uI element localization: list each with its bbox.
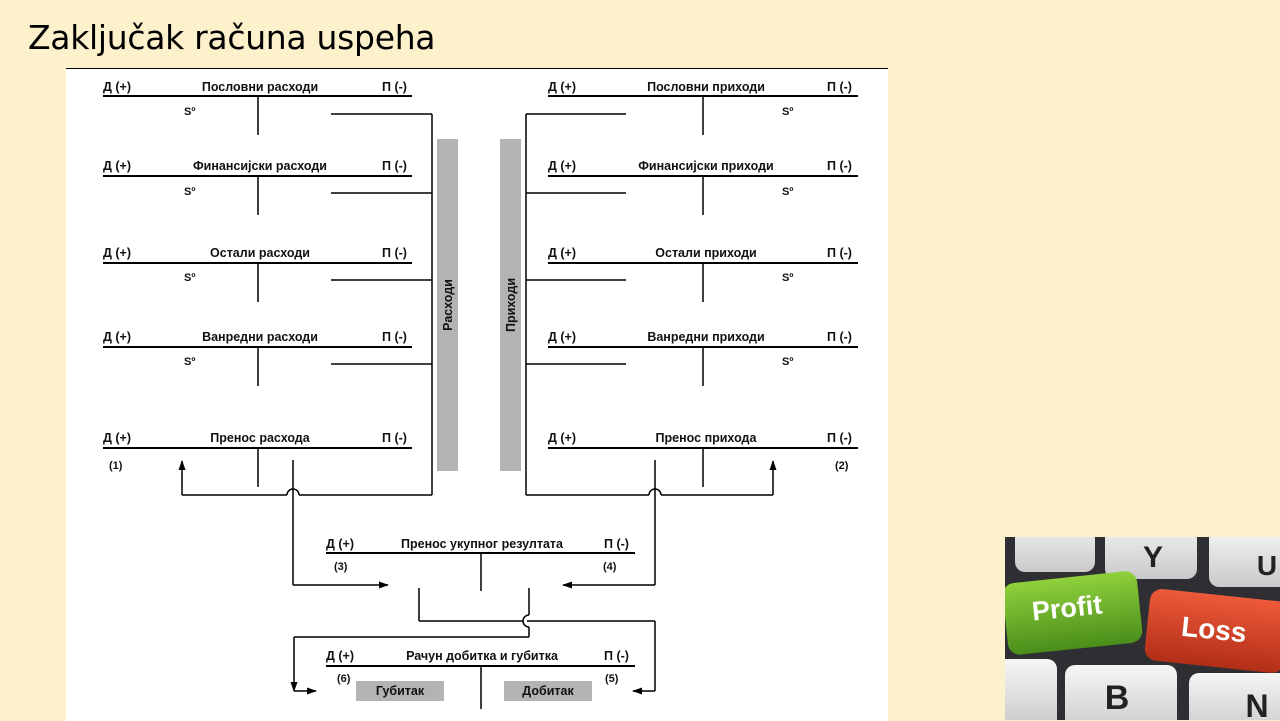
debit-label: Д (+) [548, 159, 576, 173]
keyboard-photo: Y U Profit Loss B N [1005, 537, 1280, 720]
right-note: (5) [605, 673, 619, 685]
account-name: Ванредни расходи [202, 330, 318, 344]
account-name: Пренос расхода [210, 431, 310, 445]
account-name: Пословни расходи [202, 80, 318, 94]
connector-lines [178, 113, 777, 692]
key-b-label: B [1105, 679, 1130, 717]
profit-box [504, 681, 592, 701]
account-name: Финансијски приходи [638, 159, 773, 173]
total-result-account: Д (+) Пренос укупног резултата П (-) (3)… [326, 537, 635, 591]
key-y-label: Y [1143, 541, 1163, 574]
debit-label: Д (+) [103, 431, 131, 445]
debit-label: Д (+) [103, 330, 131, 344]
credit-label: П (-) [827, 431, 852, 445]
credit-label: П (-) [382, 431, 407, 445]
credit-label: П (-) [382, 330, 407, 344]
credit-label: П (-) [827, 330, 852, 344]
key-top-left [1015, 537, 1095, 572]
debit-label: Д (+) [326, 537, 354, 551]
expense-account-3: Д (+) Остали расходи П (-) Sº [103, 246, 412, 302]
balance-label: Sº [782, 356, 793, 368]
key-b [1065, 665, 1177, 720]
credit-label: П (-) [827, 159, 852, 173]
account-name: Пренос прихода [656, 431, 758, 445]
balance-label: Sº [782, 272, 793, 284]
income-account-3: Д (+) Остали приходи П (-) Sº [548, 246, 858, 302]
expenses-bar [437, 139, 458, 471]
debit-label: Д (+) [326, 649, 354, 663]
profit-key [1005, 571, 1143, 655]
key-y [1105, 537, 1197, 579]
credit-label: П (-) [382, 246, 407, 260]
accounts-diagram: Расходи Приходи Д (+) Пословни расходи П… [103, 80, 858, 709]
balance-label: Sº [184, 186, 195, 198]
credit-label: П (-) [382, 80, 407, 94]
credit-label: П (-) [827, 246, 852, 260]
left-note: (6) [337, 673, 351, 685]
expense-account-4: Д (+) Ванредни расходи П (-) Sº [103, 330, 412, 386]
left-note: (3) [334, 561, 348, 573]
transfer-expenses-account: Д (+) Пренос расхода П (-) (1) [103, 431, 412, 487]
income-account-1: Д (+) Пословни приходи П (-) Sº [548, 80, 858, 135]
diagram-panel: Расходи Приходи Д (+) Пословни расходи П… [66, 68, 888, 721]
account-name: Ванредни приходи [647, 330, 764, 344]
account-name: Остали приходи [655, 246, 756, 260]
profit-box-label: Добитак [522, 684, 574, 698]
note-label: (2) [835, 460, 849, 472]
keyboard-image: Y U Profit Loss B N [1005, 537, 1280, 720]
balance-label: Sº [184, 106, 195, 118]
profit-key-label: Profit [1030, 589, 1103, 626]
key-u-label: U [1257, 550, 1277, 581]
expense-account-1: Д (+) Пословни расходи П (-) Sº [103, 80, 412, 135]
credit-label: П (-) [827, 80, 852, 94]
right-note: (4) [603, 561, 617, 573]
profit-loss-account: Д (+) Рачун добитка и губитка П (-) (6) … [326, 649, 635, 709]
credit-label: П (-) [604, 537, 629, 551]
debit-label: Д (+) [103, 159, 131, 173]
account-name: Рачун добитка и губитка [406, 649, 559, 663]
income-bar [500, 139, 521, 471]
credit-label: П (-) [604, 649, 629, 663]
debit-label: Д (+) [103, 246, 131, 260]
income-bar-label: Приходи [504, 278, 518, 332]
income-account-2: Д (+) Финансијски приходи П (-) Sº [548, 159, 858, 215]
income-account-4: Д (+) Ванредни приходи П (-) Sº [548, 330, 858, 386]
balance-label: Sº [782, 106, 793, 118]
key-bottom-left [1005, 659, 1057, 720]
credit-label: П (-) [382, 159, 407, 173]
debit-label: Д (+) [548, 80, 576, 94]
account-name: Финансијски расходи [193, 159, 327, 173]
key-n-label: N [1245, 688, 1268, 720]
transfer-income-account: Д (+) Пренос прихода П (-) (2) [548, 431, 858, 487]
loss-key [1144, 589, 1280, 673]
account-name: Остали расходи [210, 246, 310, 260]
key-n [1189, 673, 1280, 720]
balance-label: Sº [782, 186, 793, 198]
expense-account-2: Д (+) Финансијски расходи П (-) Sº [103, 159, 412, 215]
debit-label: Д (+) [548, 246, 576, 260]
note-label: (1) [109, 460, 123, 472]
key-u [1209, 537, 1280, 587]
expenses-bar-label: Расходи [441, 279, 455, 331]
loss-box [356, 681, 444, 701]
balance-label: Sº [184, 356, 195, 368]
slide-title: Zaključak računa uspeha [28, 18, 436, 57]
balance-label: Sº [184, 272, 195, 284]
loss-key-label: Loss [1180, 611, 1248, 649]
account-name: Пренос укупног резултата [401, 537, 564, 551]
account-name: Пословни приходи [647, 80, 765, 94]
debit-label: Д (+) [548, 330, 576, 344]
debit-label: Д (+) [548, 431, 576, 445]
loss-box-label: Губитак [376, 684, 425, 698]
debit-label: Д (+) [103, 80, 131, 94]
